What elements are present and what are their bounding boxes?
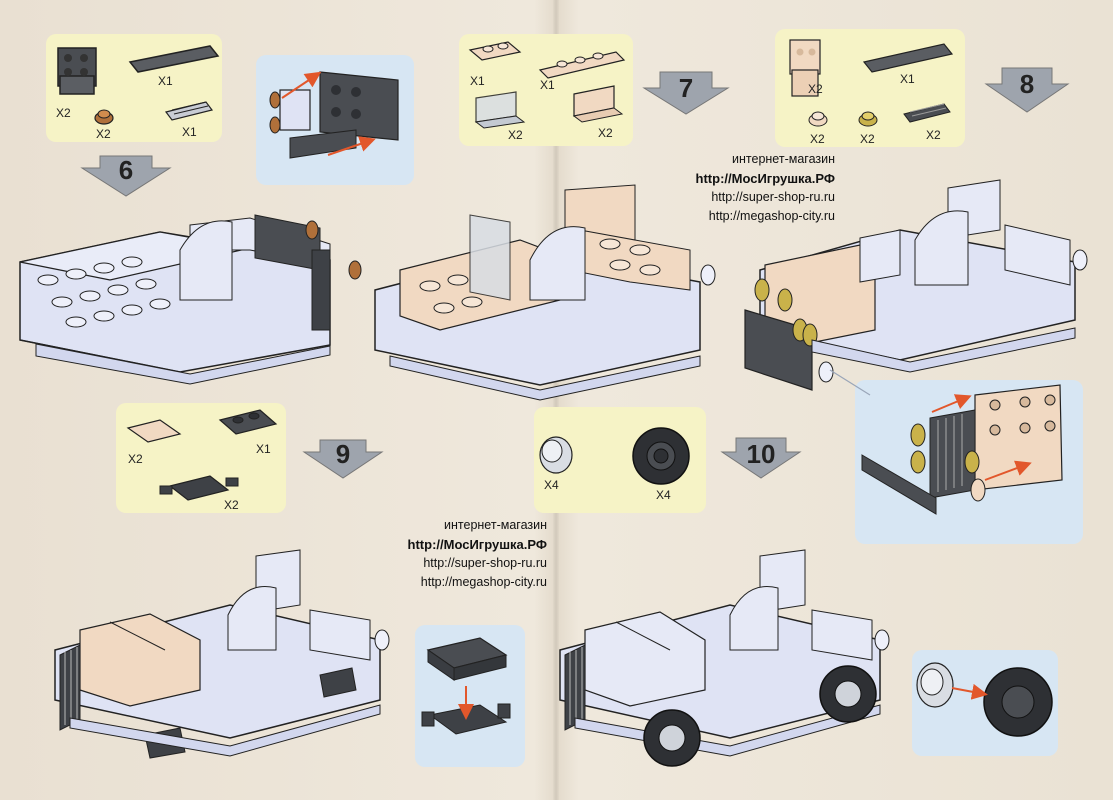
shop-link-megashop[interactable]: http://megashop-city.ru [420,575,547,589]
step7-part-windshield-clear [474,91,526,129]
step7-count-plate: X1 [470,74,485,88]
shop-caption: интернет-магазин [732,152,835,166]
step6-part-angle-plate-dark [57,47,97,95]
step10-count-tire: X4 [656,488,671,502]
step8-part-tile-long-dark [862,43,954,73]
step8-part-angle-plate-tan [789,39,821,97]
step9-zoom-detail [421,637,511,735]
step6-zoom-detail [269,71,399,159]
step8-part-round-tan [808,111,828,127]
step10-zoom-detail [916,662,1053,737]
step8-zoom-detail [861,384,1063,515]
step7-model [374,184,716,401]
step7-part-plate-long-tan [538,51,626,79]
step8-count-angle-plate: X2 [808,82,823,96]
shop-link-super[interactable]: http://super-shop-ru.ru [711,190,835,204]
step9-count-wheel-holder: X2 [224,498,239,512]
step8-number: 8 [1019,69,1035,99]
step7-number: 7 [678,73,694,103]
step6-count-round: X2 [96,127,111,141]
step6-number: 6 [118,155,134,185]
step10-number: 10 [746,439,776,469]
step9-part-wheel-holder [159,475,239,501]
step7-count-windshield: X2 [508,128,523,142]
shop-info-top: интернет-магазин http://МосИгрушка.РФ ht… [640,150,835,226]
step6-part-round-brown [94,109,114,125]
step6-part-tile-long-dark [128,45,220,73]
step6-model [19,214,362,385]
shop-info-bottom: интернет-магазин http://МосИгрушка.РФ ht… [352,516,547,592]
step8-model [744,179,1088,396]
step6-count-angle-plate: X2 [56,106,71,120]
shop-caption: интернет-магазин [444,518,547,532]
step6-part-grille [164,101,214,121]
step9-count-plate: X1 [256,442,271,456]
step10-part-tire [632,427,690,485]
step7-count-plate-long: X1 [540,78,555,92]
step9-arrow-shape [302,439,384,479]
step8-arrow-shape [984,67,1070,113]
page-fold [553,0,559,800]
step9-model [54,549,390,759]
step8-count-grille: X2 [926,128,941,142]
step10-count-rim: X4 [544,478,559,492]
step6-count-tile: X1 [158,74,173,88]
shop-link-main[interactable]: http://МосИгрушка.РФ [695,171,835,186]
step8-part-round-gold [858,111,878,127]
step7-part-seat-tan [572,85,624,123]
step7-arrow-shape [642,71,730,115]
step10-arrow-shape [720,437,802,479]
step9-number: 9 [335,439,351,469]
step10-model [559,549,890,767]
step9-count-tile: X2 [128,452,143,466]
step8-count-round-tan: X2 [810,132,825,146]
step9-part-plate-dark [218,409,278,435]
step9-part-tile-tan [126,419,182,443]
step8-count-round-gold: X2 [860,132,875,146]
shop-link-super[interactable]: http://super-shop-ru.ru [423,556,547,570]
step6-arrow-shape [80,155,172,197]
step10-part-rim [539,436,573,474]
step7-part-plate-tan [468,41,522,61]
shop-link-megashop[interactable]: http://megashop-city.ru [708,209,835,223]
step8-part-grille [903,103,951,123]
step8-count-tile: X1 [900,72,915,86]
step6-count-grille: X1 [182,125,197,139]
step7-count-seat: X2 [598,126,613,140]
shop-link-main[interactable]: http://МосИгрушка.РФ [407,537,547,552]
